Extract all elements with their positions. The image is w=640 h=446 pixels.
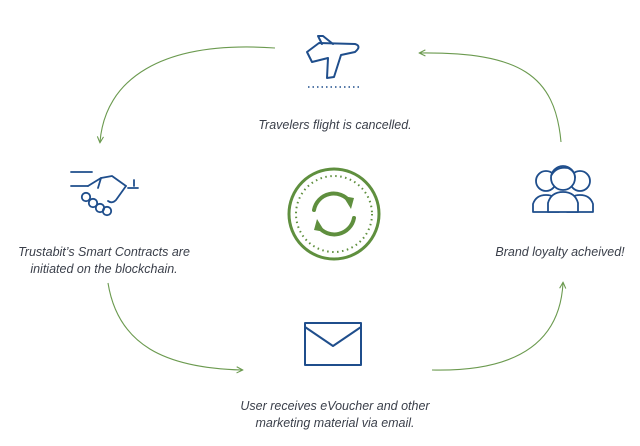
arrow-left-to-bottom: [107, 282, 242, 370]
arrow-bottom-to-right: [431, 283, 563, 371]
envelope-icon: [304, 322, 362, 366]
step-label-evoucher-line1: User receives eVoucher and other: [240, 399, 430, 413]
step-label-brand-loyalty: Brand loyalty acheived!: [495, 245, 625, 259]
step-label-flight-cancelled: Travelers flight is cancelled.: [258, 118, 412, 132]
arrow-right-to-top: [420, 53, 562, 143]
step-label-smart-contracts-line1: Trustabit’s Smart Contracts are: [18, 245, 190, 259]
airplane-icon: [306, 35, 360, 79]
handshake-icon: [70, 171, 139, 217]
sync-cycle-icon: [287, 167, 381, 261]
step-label-evoucher: User receives eVoucher and other marketi…: [200, 398, 470, 432]
arrow-top-to-left: [100, 46, 276, 142]
step-label-smart-contracts: Trustabit’s Smart Contracts are initiate…: [4, 244, 204, 278]
users-group-icon: [532, 165, 594, 213]
step-label-smart-contracts-line2: initiated on the blockchain.: [30, 262, 178, 276]
step-label-evoucher-line2: marketing material via email.: [255, 416, 415, 430]
